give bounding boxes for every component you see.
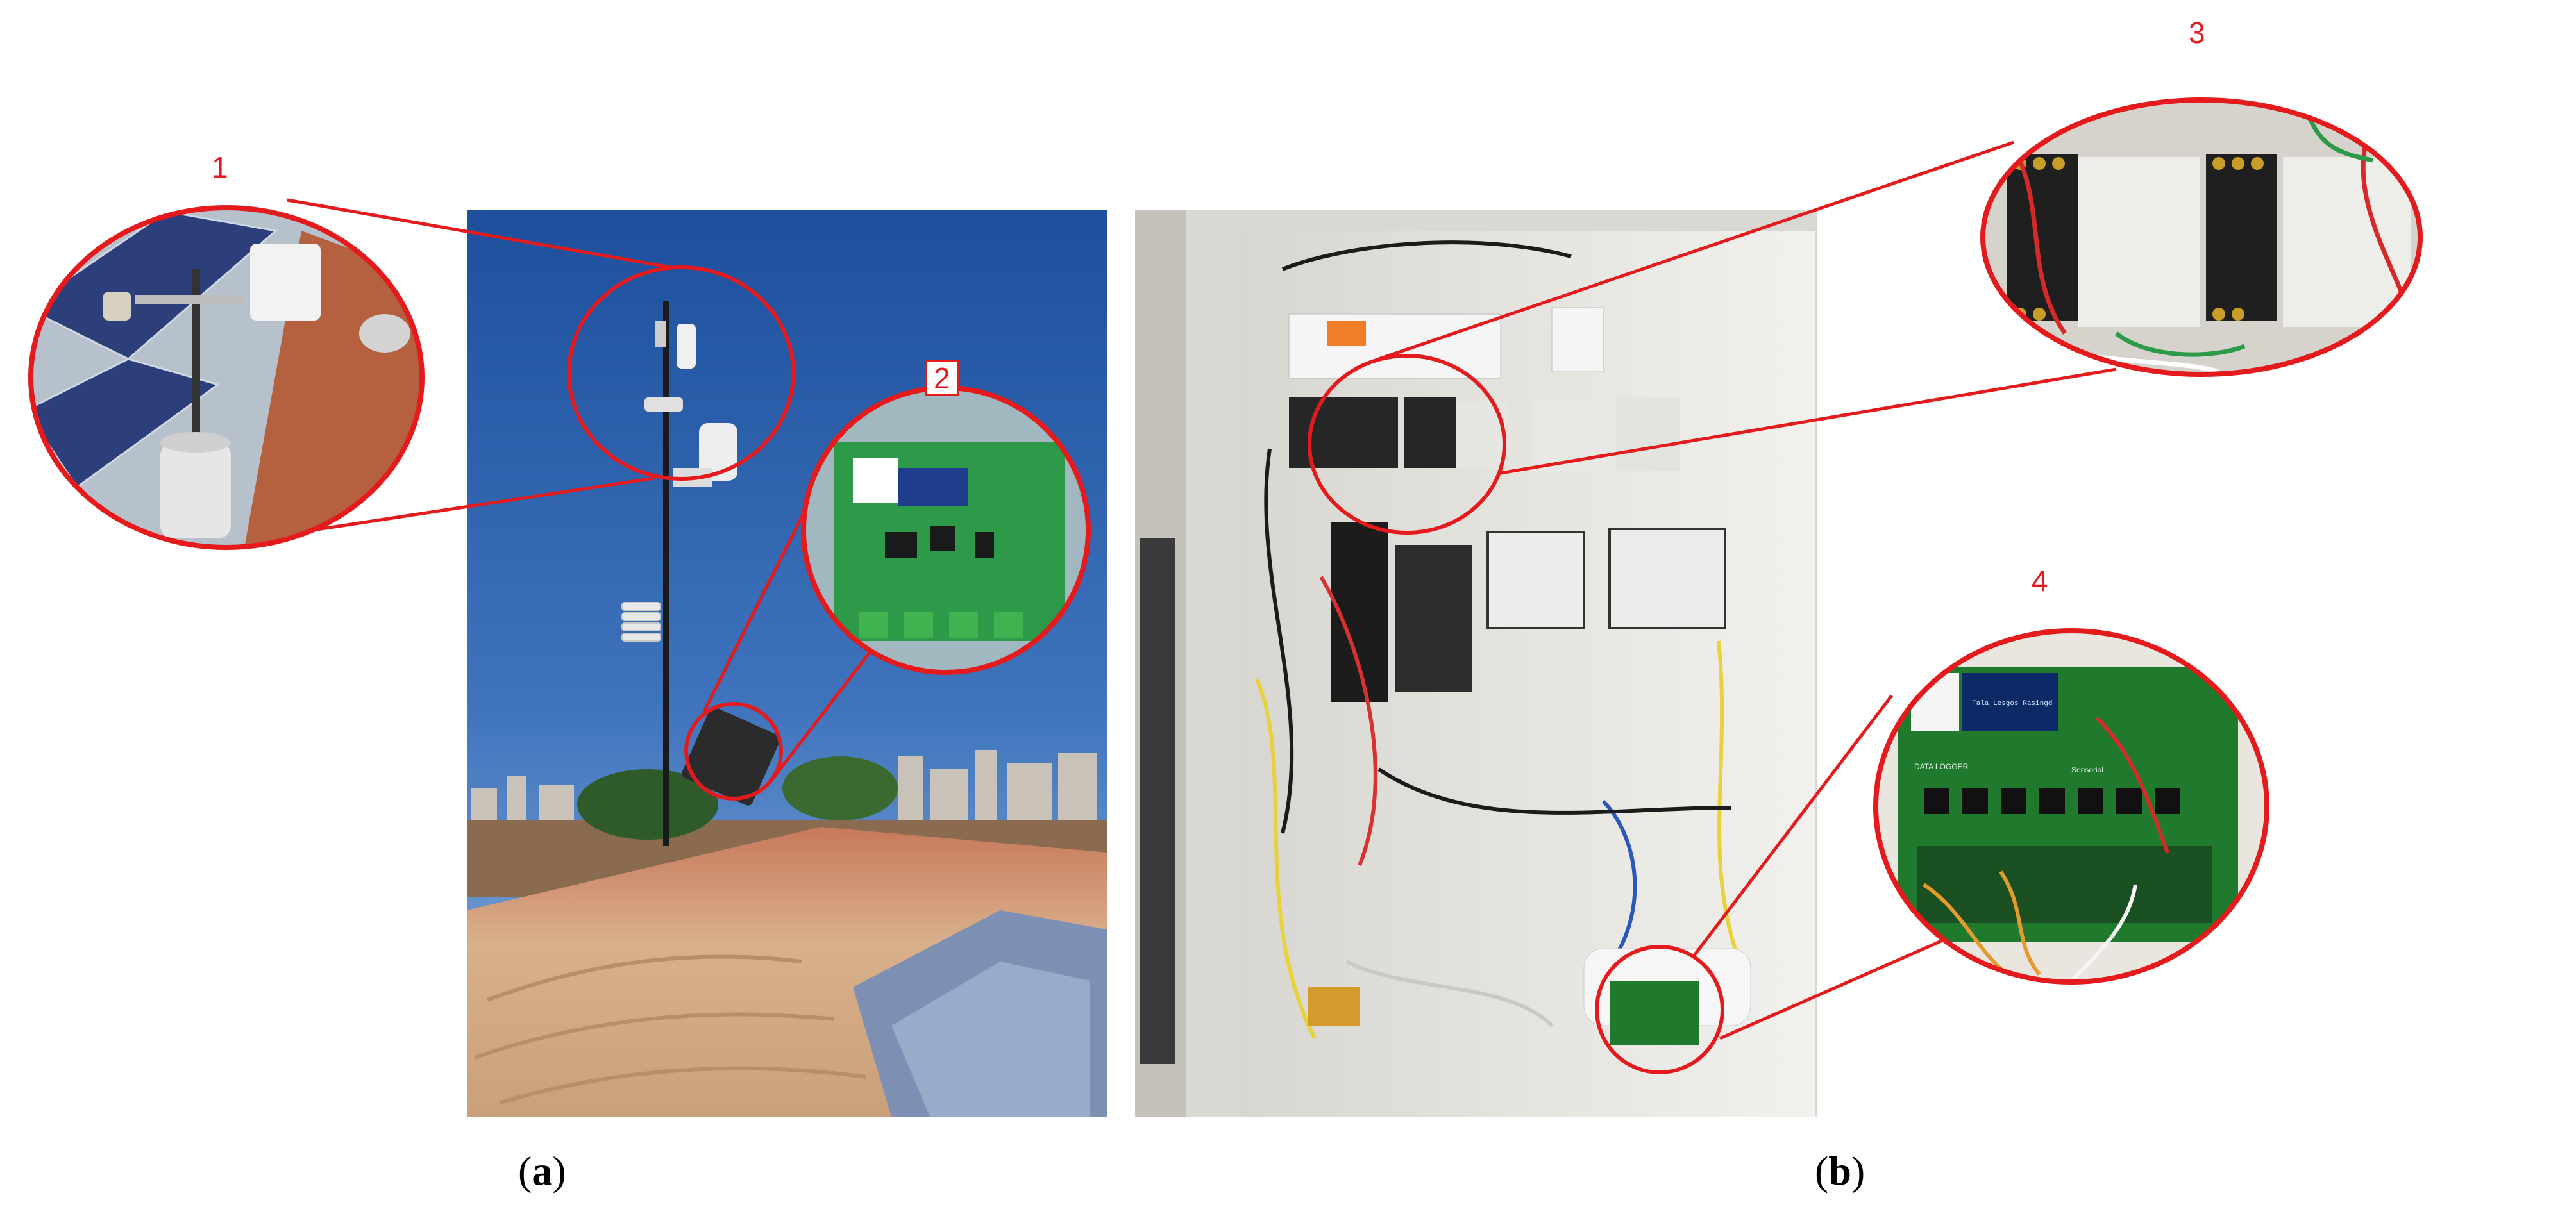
highlight-ring-1 xyxy=(567,265,795,481)
connector-lines xyxy=(287,140,2117,1040)
board-brand: Sensorial xyxy=(2071,765,2103,774)
highlight-ring-3 xyxy=(1308,354,1506,535)
caption-a: (a) xyxy=(518,1148,566,1194)
callout-label-1: 1 xyxy=(212,151,228,184)
highlight-ring-2 xyxy=(684,702,783,801)
zoom-2-logger-board xyxy=(804,388,1088,672)
highlight-ring-4 xyxy=(1595,945,1724,1074)
zoom-4-data-logger: Fala Lesgos Rasingd DATA LOGGER Sensoria… xyxy=(1876,631,2267,982)
zoom-3-transducers xyxy=(1983,100,2420,374)
photo-a-weather-station xyxy=(467,210,1107,1117)
callout-label-2: 2 xyxy=(925,360,959,396)
caption-a-letter: a xyxy=(532,1148,553,1194)
zoom-4-border xyxy=(1873,628,2269,985)
callout-label-4: 4 xyxy=(2032,564,2048,597)
zoom-1-border xyxy=(28,205,425,550)
zoom-3-border xyxy=(1980,97,2423,377)
zoom-1-sensors xyxy=(31,208,422,547)
caption-b: (b) xyxy=(1815,1148,1865,1194)
board-silkscreen: DATA LOGGER xyxy=(1914,762,1969,771)
caption-b-letter: b xyxy=(1828,1148,1851,1194)
callout-label-3: 3 xyxy=(2189,16,2205,49)
lcd-text: Fala Lesgos Rasingd xyxy=(1972,700,2052,708)
